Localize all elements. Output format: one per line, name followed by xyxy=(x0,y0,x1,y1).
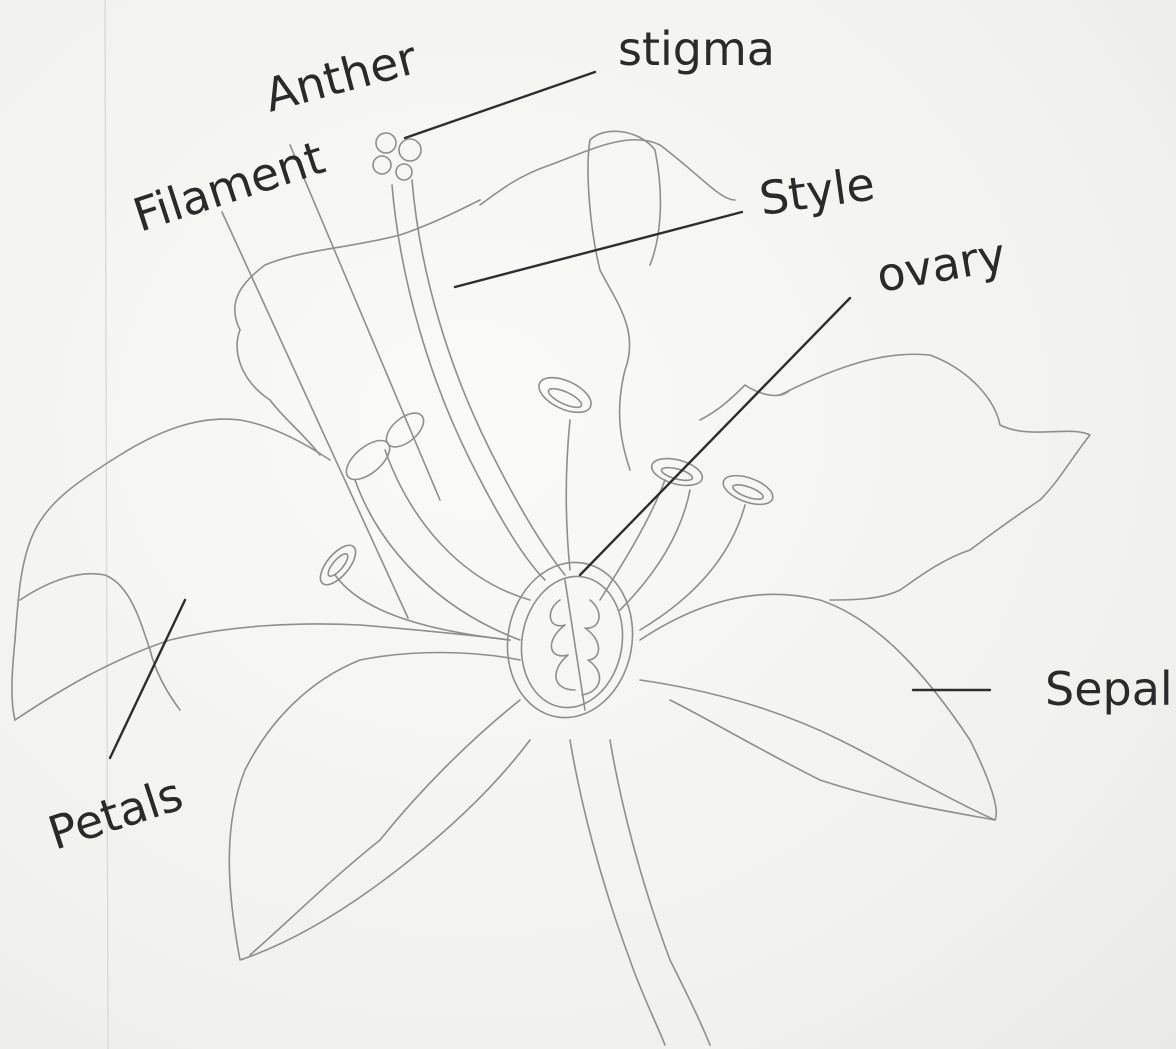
sepal-right xyxy=(640,594,996,820)
right-petal-lower xyxy=(700,385,790,420)
leader-style xyxy=(455,212,742,287)
left-petal-lower-edge xyxy=(15,624,510,720)
label-sepal: Sepal xyxy=(1045,662,1173,716)
label-ovary: ovary xyxy=(873,227,1010,303)
leader-stigma xyxy=(405,72,595,138)
filaments xyxy=(335,420,745,640)
back-petal-left xyxy=(235,200,480,330)
back-petal-top xyxy=(480,140,735,205)
leader-ovary xyxy=(580,298,850,575)
style-tube-left xyxy=(392,185,545,580)
left-petal-vein xyxy=(20,574,180,710)
back-petal-inner-top xyxy=(590,131,660,265)
label-stigma: stigma xyxy=(618,22,775,76)
back-petal-inner xyxy=(588,140,630,470)
margin-line xyxy=(105,0,108,1049)
sepal-left xyxy=(229,653,530,961)
stem-left xyxy=(570,740,665,1045)
label-petals: Petals xyxy=(42,767,189,861)
label-anther: Anther xyxy=(259,30,423,122)
label-style: Style xyxy=(756,156,878,226)
sepal-left-midrib xyxy=(250,700,520,955)
right-petal xyxy=(780,354,1090,600)
stem-right xyxy=(610,740,710,1045)
stigma-lobes xyxy=(373,133,421,180)
anthers xyxy=(314,370,776,590)
leader-petals xyxy=(110,600,185,758)
back-petal-left-edge xyxy=(237,330,320,455)
leader-filament xyxy=(222,212,408,618)
left-petal xyxy=(12,419,330,720)
